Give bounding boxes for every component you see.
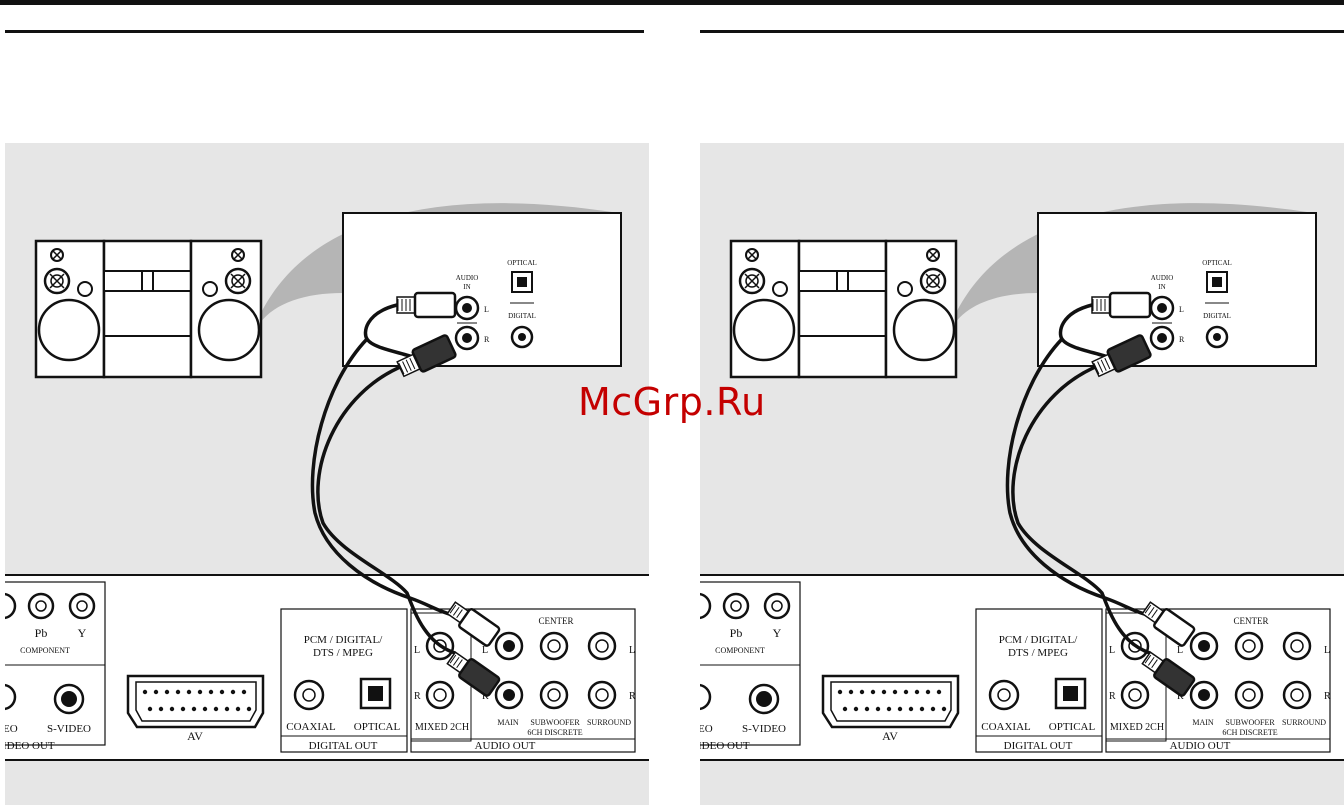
player-rear-panel: Pb Y COMPONENT EO S-VIDEO IDEO OUT AV PC…: [700, 574, 1344, 761]
audio-in-r-label: R: [1179, 335, 1185, 344]
component-label: COMPONENT: [20, 646, 70, 655]
stereo-rear-panel: AUDIO IN L R OPTICAL DIGITAL: [342, 212, 622, 367]
rca-plug-black-top: [396, 334, 457, 378]
svideo-label: S-VIDEO: [742, 723, 786, 735]
surround-l-label: L: [629, 645, 635, 656]
main-label: MAIN: [1192, 718, 1214, 727]
svideo-partial-label: EO: [5, 723, 18, 735]
stereo-rear-panel: AUDIO IN L R OPTICAL DIGITAL: [1037, 212, 1317, 367]
component-pr-jack: [700, 592, 712, 620]
connection-diagram-right: AUDIO IN L R OPTICAL DIGITAL Pb Y COMPON…: [700, 143, 1344, 805]
right-header-rule: [700, 30, 1344, 33]
rca-plug-black-bottom: [446, 651, 501, 697]
audio-in-label-2: IN: [1158, 283, 1165, 291]
watermark-text: McGrp.Ru: [578, 380, 766, 424]
optical-label: OPTICAL: [354, 721, 401, 733]
video-out-partial-label: IDEO OUT: [5, 740, 55, 752]
audio-in-l-label: L: [484, 305, 489, 314]
rca-plug-black-top: [1091, 334, 1152, 378]
mixed-r-label: R: [1109, 691, 1116, 702]
av-label: AV: [882, 729, 898, 743]
stereo-system-icon: [34, 239, 263, 379]
audio-out-label: AUDIO OUT: [475, 740, 536, 752]
component-y-label: Y: [78, 626, 87, 640]
subwoofer-label: SUBWOOFER: [530, 718, 580, 727]
stereo-digital-label: DIGITAL: [1203, 312, 1231, 320]
component-y-label: Y: [773, 626, 782, 640]
stereo-digital-label: DIGITAL: [508, 312, 536, 320]
diagram-svg-right: AUDIO IN L R OPTICAL DIGITAL Pb Y COMPON…: [700, 203, 1344, 761]
main-label: MAIN: [497, 718, 519, 727]
svideo-label: S-VIDEO: [47, 723, 91, 735]
stereo-optical-label: OPTICAL: [1202, 259, 1232, 267]
subwoofer-label: SUBWOOFER: [1225, 718, 1275, 727]
component-pr-jack: [5, 592, 17, 620]
stereo-optical-label: OPTICAL: [507, 259, 537, 267]
audio-in-label-1: AUDIO: [1151, 274, 1174, 282]
mixed-r-label: R: [414, 691, 421, 702]
surround-label: SURROUND: [587, 718, 631, 727]
surround-r-label: R: [1324, 691, 1331, 702]
rca-plug-black-bottom: [1141, 651, 1196, 697]
component-label: COMPONENT: [715, 646, 765, 655]
audio-cable: [310, 291, 501, 697]
video-out-partial-label: IDEO OUT: [700, 740, 750, 752]
surround-label: SURROUND: [1282, 718, 1326, 727]
digital-out-label: DIGITAL OUT: [1004, 740, 1073, 752]
coaxial-label: COAXIAL: [286, 721, 336, 733]
pcm-digital-label: PCM / DIGITAL/: [999, 634, 1079, 646]
rca-plug-white-bottom: [446, 601, 501, 647]
audio-out-label: AUDIO OUT: [1170, 740, 1231, 752]
stereo-system-icon: [729, 239, 958, 379]
component-pb-label: Pb: [730, 626, 743, 640]
digital-out-label: DIGITAL OUT: [309, 740, 378, 752]
audio-in-label-2: IN: [463, 283, 470, 291]
main-l-label: L: [482, 645, 488, 656]
center-label: CENTER: [1234, 616, 1269, 626]
top-border: [0, 0, 1344, 5]
coaxial-label: COAXIAL: [981, 721, 1031, 733]
optical-label: OPTICAL: [1049, 721, 1096, 733]
av-scart-connector: [126, 674, 265, 729]
rca-plug-white-bottom: [1141, 601, 1196, 647]
audio-cable: [1005, 291, 1196, 697]
rca-plug-white-top: [396, 291, 457, 319]
left-header-rule: [5, 30, 644, 33]
6ch-discrete-label: 6CH DISCRETE: [527, 728, 582, 737]
svideo-partial-label: EO: [700, 723, 713, 735]
6ch-discrete-label: 6CH DISCRETE: [1222, 728, 1277, 737]
mixed-2ch-label: MIXED 2CH: [1110, 722, 1164, 733]
main-l-label: L: [1177, 645, 1183, 656]
diagram-svg-left: AUDIO IN L R OPTICAL DIGITAL Pb Y COMPON…: [5, 203, 649, 761]
dts-mpeg-label: DTS / MPEG: [1008, 647, 1068, 659]
player-rear-panel: Pb Y COMPONENT EO S-VIDEO IDEO OUT AV PC…: [5, 574, 649, 761]
av-scart-connector: [821, 674, 960, 729]
mixed-2ch-label: MIXED 2CH: [415, 722, 469, 733]
dts-mpeg-label: DTS / MPEG: [313, 647, 373, 659]
audio-in-l-label: L: [1179, 305, 1184, 314]
mixed-l-label: L: [414, 645, 420, 656]
surround-r-label: R: [629, 691, 636, 702]
av-label: AV: [187, 729, 203, 743]
center-label: CENTER: [539, 616, 574, 626]
connection-diagram-left: AUDIO IN L R OPTICAL DIGITAL Pb Y COMPON…: [5, 143, 649, 805]
component-pb-label: Pb: [35, 626, 48, 640]
surround-l-label: L: [1324, 645, 1330, 656]
audio-in-r-label: R: [484, 335, 490, 344]
audio-in-label-1: AUDIO: [456, 274, 479, 282]
pcm-digital-label: PCM / DIGITAL/: [304, 634, 384, 646]
rca-plug-white-top: [1091, 291, 1152, 319]
mixed-l-label: L: [1109, 645, 1115, 656]
